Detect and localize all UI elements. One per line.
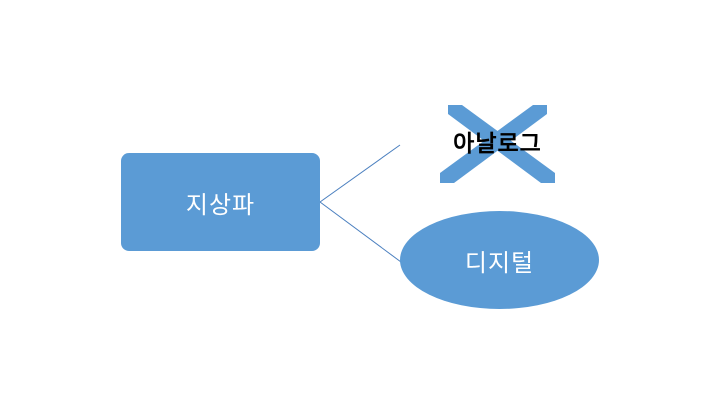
source-node-terrestrial: 지상파 (121, 153, 320, 251)
source-node-label: 지상파 (185, 190, 256, 219)
crossed-out-target-label: 아날로그 (453, 131, 542, 157)
x-mark-stroke-2 (440, 105, 547, 183)
x-mark-icon (440, 105, 555, 183)
connector-to-digital (319, 201, 402, 263)
target-node-label: 디지털 (464, 248, 535, 277)
connector-to-analog (319, 144, 401, 203)
target-node-digital: 디지털 (400, 211, 599, 309)
